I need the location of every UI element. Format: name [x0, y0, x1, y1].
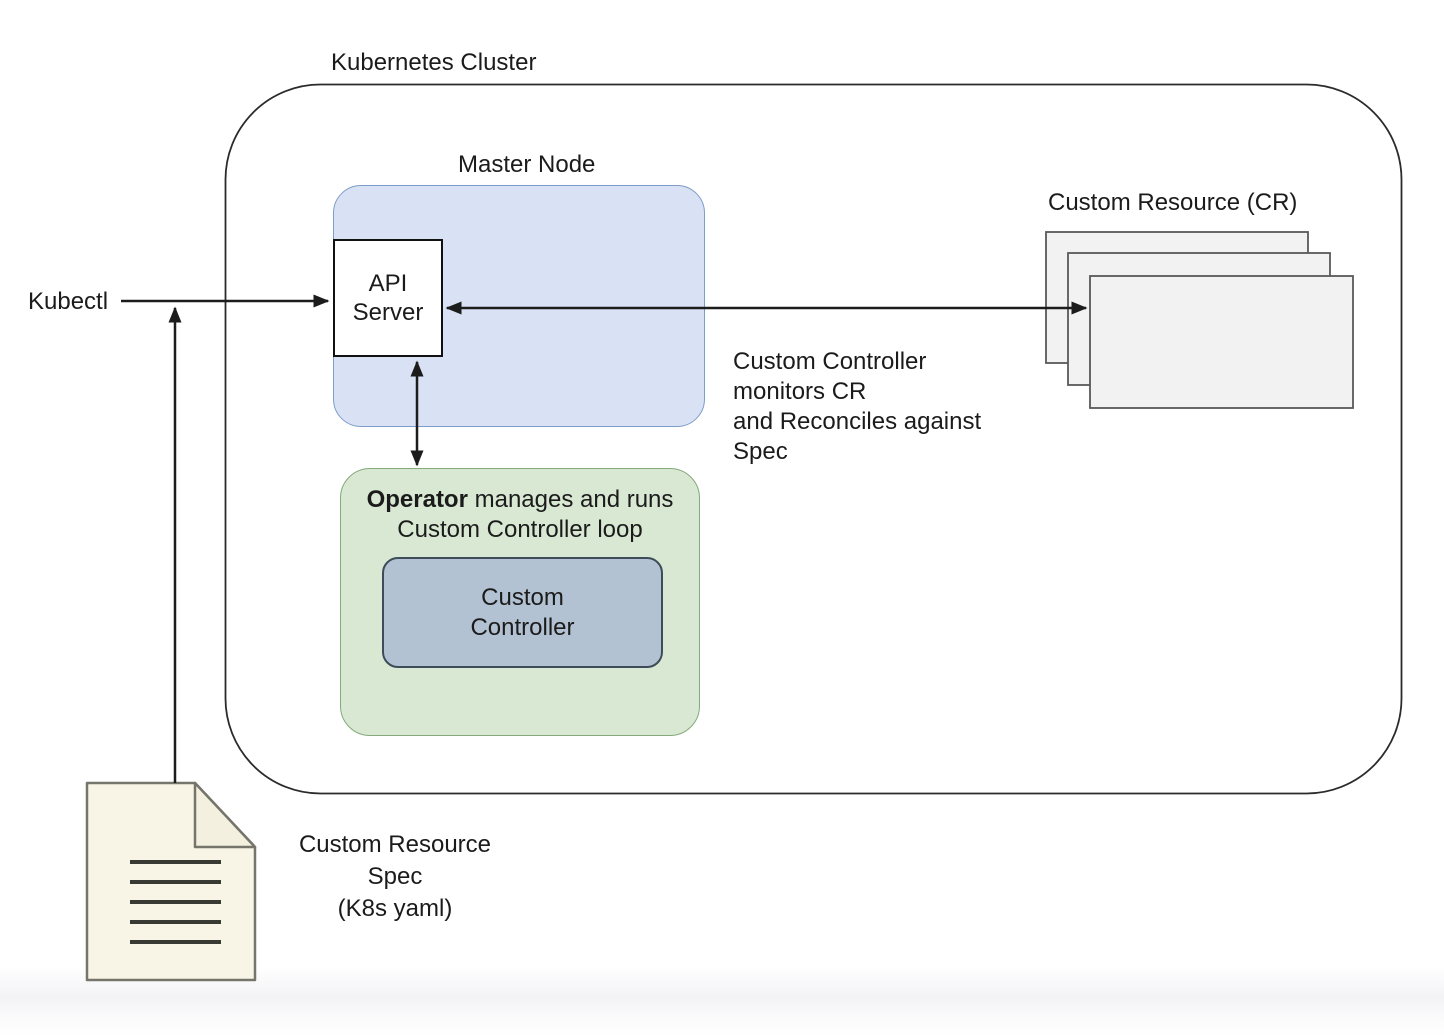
custom-resource-stack	[1045, 231, 1354, 409]
document-text-lines	[130, 860, 221, 944]
monitors-note: Custom Controller monitors CR and Reconc…	[733, 348, 982, 465]
master-node-label: Master Node	[458, 151, 596, 178]
background-strip	[0, 966, 1444, 1036]
document-fold-corner	[193, 781, 257, 849]
operator-caption-bold: Operator	[366, 486, 468, 513]
operator-caption-rest: manages and runs	[467, 486, 674, 513]
api-server-label: API Server	[352, 270, 424, 326]
kubectl-label: Kubectl	[28, 288, 109, 315]
custom-controller-box: Custom Controller	[382, 557, 663, 668]
custom-resource-card-front	[1089, 275, 1354, 409]
custom-resource-card-back	[1045, 231, 1309, 364]
operator-caption-line2: Custom Controller loop	[397, 516, 643, 543]
custom-resource-title: Custom Resource (CR)	[1048, 189, 1298, 216]
document-page	[85, 781, 257, 982]
custom-resource-card-middle	[1067, 252, 1331, 386]
operator-caption: Operator manages and runs Custom Control…	[341, 485, 699, 545]
cluster-title: Kubernetes Cluster	[331, 49, 537, 76]
document-icon	[85, 781, 257, 982]
api-server-box: API Server	[333, 239, 443, 357]
custom-resource-spec-label: Custom Resource Spec (K8s yaml)	[298, 831, 492, 922]
custom-controller-label: Custom Controller	[470, 583, 575, 641]
